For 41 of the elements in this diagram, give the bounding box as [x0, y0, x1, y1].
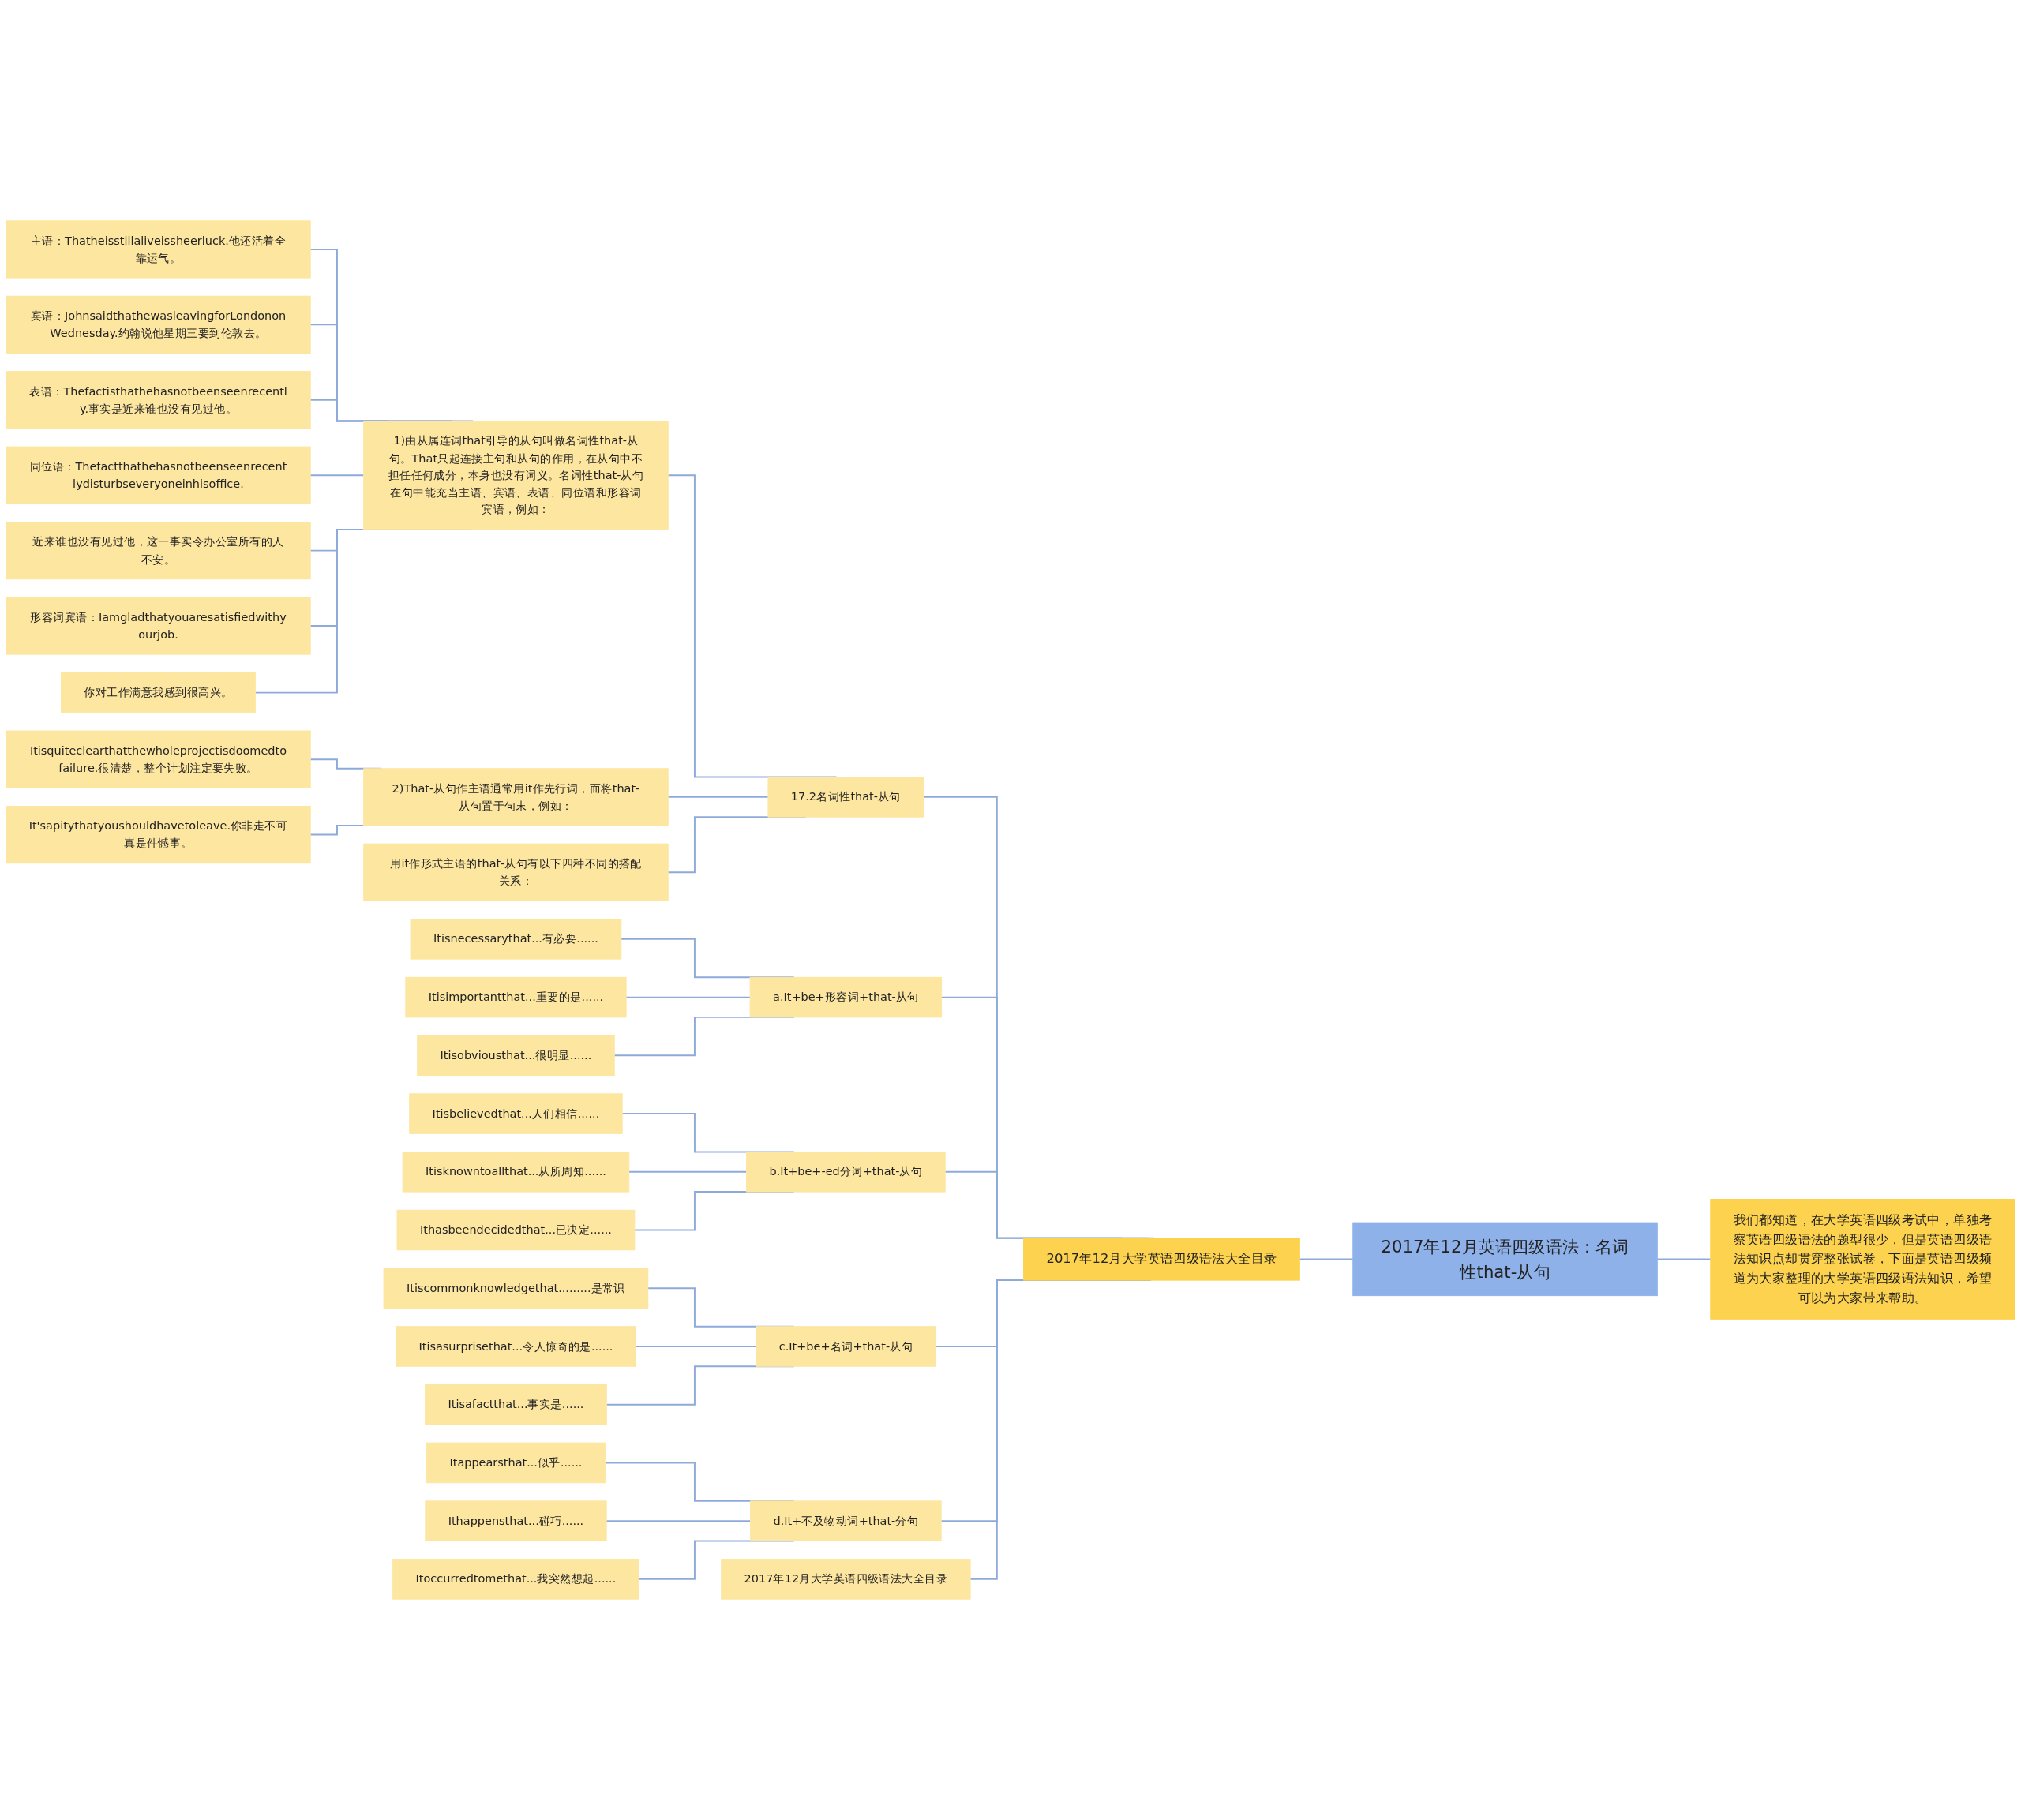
connector — [625, 996, 752, 998]
node-box: b.It+be+-ed分词+that-从句 — [746, 1152, 946, 1193]
node-box: Itisasurprisethat...令人惊奇的是...... — [396, 1326, 636, 1367]
node-box: 同位语：Thefactthathehasnotbeenseenrecentlydisturbseveryoneinhisoffice. — [6, 446, 311, 504]
node-box: Itisafactthat...事实是...... — [425, 1384, 607, 1425]
node-box: 主语：Thatheisstillaliveissheerluck.他还活着全靠运气。 — [6, 220, 311, 279]
node-box: 用it作形式主语的that-从句有以下四种不同的搭配关系： — [363, 843, 669, 901]
node-box: Ithappensthat...碰巧...... — [425, 1500, 607, 1541]
node-box: 2017年12月大学英语四级语法大全目录 — [721, 1559, 971, 1600]
connector — [309, 474, 365, 477]
node-box: Itisobviousthat...很明显...... — [417, 1035, 615, 1077]
connector — [1299, 1258, 1354, 1260]
node-box: Itisimportantthat...重要的是...... — [405, 976, 627, 1018]
node-box: Itisquiteclearthatthewholeprojectisdoomedtofailure.很清楚，整个计划注定要失败。 — [6, 730, 311, 788]
connector — [635, 1346, 757, 1347]
node-box: Itisknowntoallthat...从所周知...... — [402, 1152, 630, 1193]
node-box: 我们都知道，在大学英语四级考试中，单独考察英语四级语法的题型很少，但是英语四级语法知识点却贯穿整张试卷，下面是英语四级频道为大家整理的大学英语四级语法知识，希望可以为大家带来帮助。 — [1710, 1199, 2015, 1320]
node-box: Itisbelievedthat...人们相信...... — [409, 1093, 623, 1134]
node-box: 2017年12月大学英语四级语法大全目录 — [1023, 1238, 1300, 1281]
node-box: 2)That-从句作主语通常用it作先行词，而将that-从句置于句末，例如： — [363, 768, 669, 826]
node-box: 宾语：JohnsaidthathewasleavingforLondononWednesday.约翰说他星期三要到伦敦去。 — [6, 295, 311, 354]
node-box: a.It+be+形容词+that-从句 — [749, 976, 943, 1018]
connector — [1656, 1258, 1712, 1260]
node-box: 形容词宾语：Iamgladthatyouaresatisfiedwithyourjob. — [6, 597, 311, 655]
node-box: 17.2名词性that-从句 — [767, 777, 924, 818]
node-box: Itoccurredtomethat...我突然想起...... — [392, 1559, 639, 1600]
node-box: Itappearsthat...似乎...... — [426, 1442, 606, 1484]
node-box: 你对工作满意我感到很高兴。 — [61, 672, 256, 713]
node-box: c.It+be+名词+that-从句 — [756, 1326, 936, 1367]
node-box: 近来谁也没有见过他，这一事实令办公室所有的人不安。 — [6, 522, 311, 580]
node-box: Itisnecessarythat...有必要...... — [410, 919, 622, 960]
node-box: Ithasbeendecidedthat...已决定...... — [396, 1209, 636, 1251]
connector — [628, 1170, 748, 1173]
connector — [667, 796, 769, 798]
node-box: d.It+不及物动词+that-分句 — [750, 1500, 942, 1541]
node-box: 表语：Thefactisthathehasnotbeenseenrecently.事实是近来谁也没有见过他。 — [6, 371, 311, 429]
node-box: 2017年12月英语四级语法：名词性that-从句 — [1352, 1222, 1658, 1297]
node-box: 1)由从属连词that引导的从句叫做名词性that-从句。That只起连接主句和从句的作用，在从句中不担任任何成分，本身也没有词义。名词性that-从句在句中能充当主语、宾语、表语、同位语和形容词宾语，例如： — [363, 421, 669, 530]
node-box: Itiscommonknowledgethat.........是常识 — [383, 1268, 649, 1309]
node-box: It'sapitythatyoushouldhavetoleave.你非走不可真是件憾事。 — [6, 805, 311, 864]
connector — [606, 1520, 752, 1522]
